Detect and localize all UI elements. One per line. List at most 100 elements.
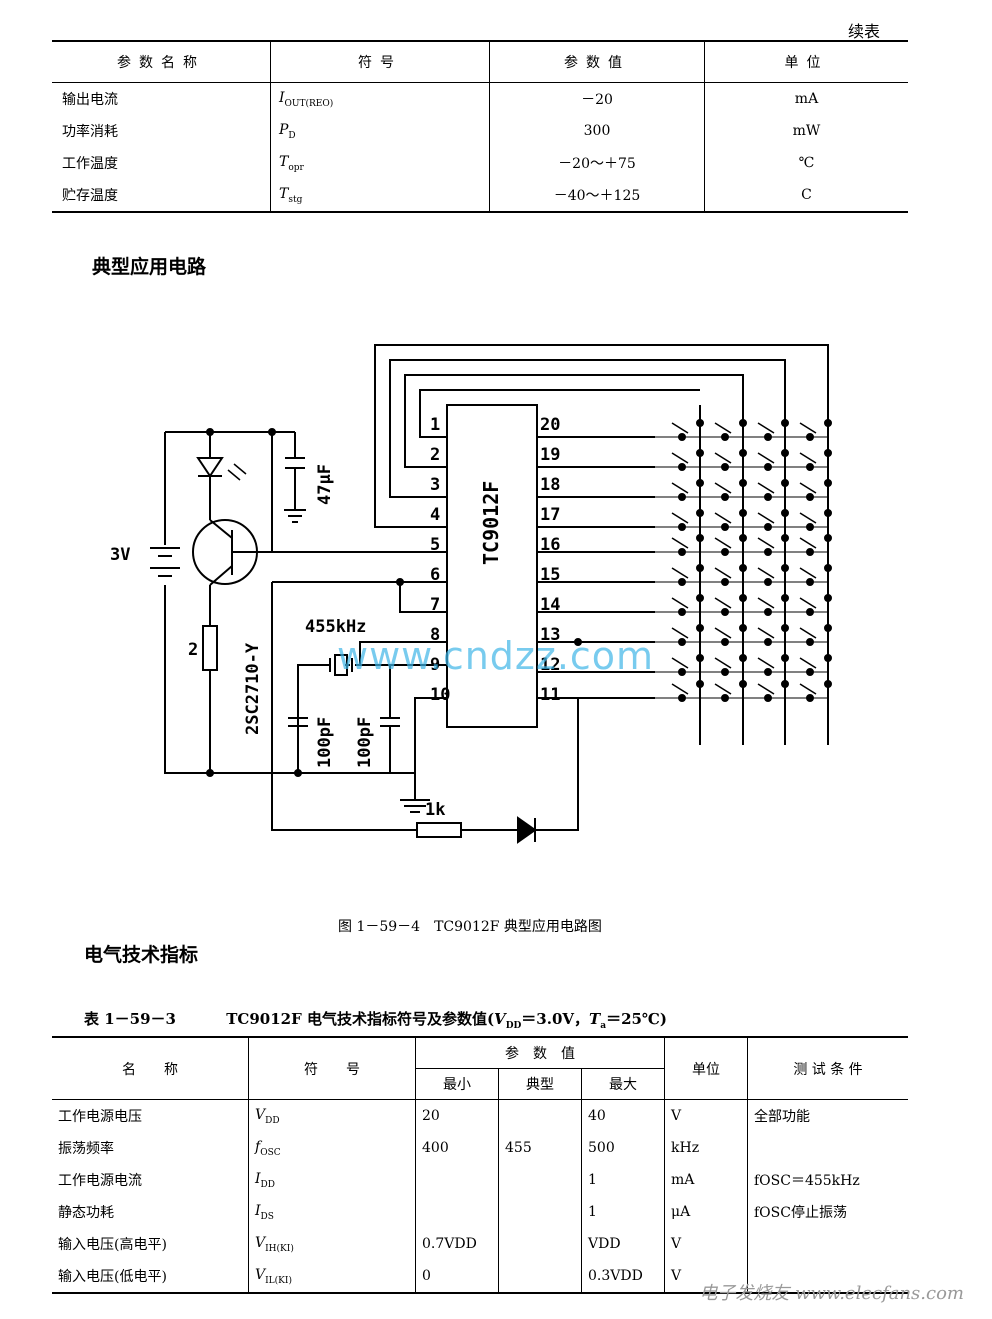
junction-dot: [764, 548, 772, 556]
junction-dot: [721, 668, 729, 676]
pin-label-left: 2: [430, 445, 440, 465]
junction-dot: [739, 654, 747, 662]
spec-typ: [498, 1164, 582, 1196]
key-switch: [757, 627, 775, 639]
param-symbol: Tstg: [270, 179, 490, 213]
site-logo: 电子发烧友 www.elecfans.com: [699, 1283, 964, 1304]
symbol-sub: opr: [288, 162, 304, 173]
spec-name: 输入电压(高电平): [58, 1237, 167, 1253]
spec-condition: [747, 1132, 908, 1164]
junction-dot: [806, 578, 814, 586]
junction-dot: [824, 564, 832, 572]
junction-dot: [824, 419, 832, 427]
caption-vdd: V: [494, 1010, 506, 1028]
header-name2: 名 称: [52, 1036, 249, 1100]
figure-caption: 图 1－59－4 TC9012F 典型应用电路图: [338, 919, 602, 935]
junction-dot: [806, 638, 814, 646]
spec-name: 静态功耗: [58, 1205, 114, 1221]
key-switch: [671, 627, 689, 639]
spec-max: 1: [581, 1164, 665, 1196]
junction-dot: [764, 493, 772, 501]
junction-dot: [764, 638, 772, 646]
param-unit: C: [704, 179, 908, 213]
junction-dot: [696, 419, 704, 427]
junction-dot: [696, 509, 704, 517]
junction-dot: [806, 694, 814, 702]
crystal-label: 455kHz: [305, 617, 366, 637]
key-switch: [671, 597, 689, 609]
caption-ta-sub: a: [600, 1021, 607, 1031]
junction-dot: [696, 564, 704, 572]
spec-max: 1: [581, 1196, 665, 1228]
junction-dot: [721, 578, 729, 586]
symbol-sub: D: [288, 130, 296, 141]
key-switch: [671, 452, 689, 464]
symbol-sub: DD: [260, 1179, 275, 1190]
chip-body: [446, 404, 538, 728]
key-switch: [799, 537, 817, 549]
junction-dot: [721, 694, 729, 702]
header-unit: 单位: [704, 40, 908, 83]
header-values: 参 数 值: [415, 1036, 665, 1069]
transistor-label: 2SC2710-Y: [243, 642, 263, 735]
spec-condition: [747, 1260, 908, 1294]
junction-dot: [696, 594, 704, 602]
symbol-letter: I: [255, 1202, 261, 1219]
junction-dot: [721, 523, 729, 531]
header-symbol: 符号: [270, 40, 490, 83]
spec-unit: mA: [664, 1164, 748, 1196]
table2-caption: 表 1－59－3 TC9012F 电气技术指标符号及参数值(VDD＝3.0V，T…: [84, 1008, 667, 1031]
symbol-letter: P: [279, 121, 289, 138]
spec-min: 20: [415, 1099, 499, 1132]
param-name: 工作温度: [62, 156, 118, 172]
key-switch: [714, 422, 732, 434]
junction-dot: [824, 479, 832, 487]
junction-dot: [806, 608, 814, 616]
spec-condition: [747, 1228, 908, 1260]
key-switch: [799, 482, 817, 494]
junction-dot: [696, 624, 704, 632]
key-switch: [714, 512, 732, 524]
key-switch: [714, 657, 732, 669]
key-switch: [714, 537, 732, 549]
spec-symbol: VDD: [248, 1099, 416, 1132]
param-name: 输出电流: [62, 92, 118, 108]
pin-label-left: 8: [430, 625, 440, 645]
junction-dot: [781, 680, 789, 688]
key-switch: [757, 537, 775, 549]
junction-dot: [696, 449, 704, 457]
key-switch: [714, 683, 732, 695]
junction-dot: [781, 594, 789, 602]
key-switch: [714, 567, 732, 579]
spec-condition: fOSC停止振荡: [747, 1196, 908, 1228]
pin-label-left: 10: [430, 685, 450, 705]
pin-label-left: 7: [430, 595, 440, 615]
pin-label-right: 14: [540, 595, 560, 615]
pin-label-left: 3: [430, 475, 440, 495]
symbol-sub: IL(KI): [265, 1275, 292, 1286]
spec-symbol: IDS: [248, 1196, 416, 1228]
section-title-circuit: 典型应用电路: [92, 256, 207, 278]
junction-dot: [764, 578, 772, 586]
spec-min: 400: [415, 1132, 499, 1164]
key-switch: [757, 512, 775, 524]
junction-dot: [696, 680, 704, 688]
param-symbol: PD: [270, 115, 490, 147]
key-switch: [799, 597, 817, 609]
cap-47-label: 47μF: [315, 464, 335, 505]
junction-dot: [678, 638, 686, 646]
symbol-sub: OUT(REO): [284, 98, 334, 109]
junction-dot: [574, 638, 582, 646]
param-value: －20～＋75: [489, 147, 705, 179]
junction-dot: [678, 523, 686, 531]
junction-dot: [824, 624, 832, 632]
spec-max: VDD: [581, 1228, 665, 1260]
junction-dot: [739, 479, 747, 487]
